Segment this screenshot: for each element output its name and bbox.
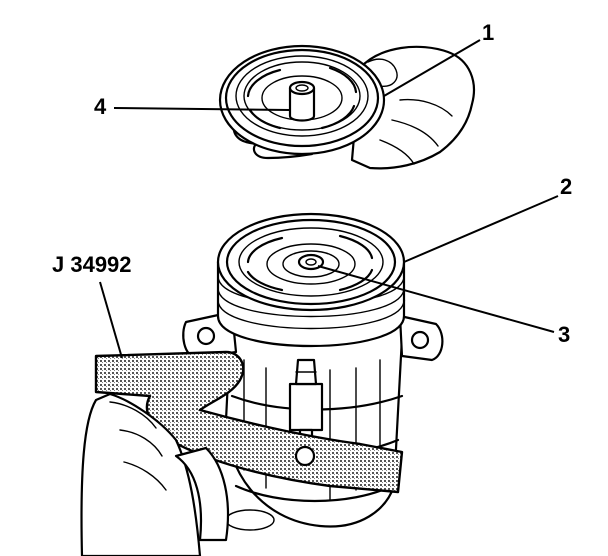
hand-top xyxy=(232,45,476,170)
leaders xyxy=(99,39,559,359)
callout-2: 2 xyxy=(560,174,572,199)
tool-label: J 34992 xyxy=(52,252,132,277)
hand-bottom xyxy=(80,392,230,556)
callout-1: 1 xyxy=(482,20,494,45)
pulley xyxy=(216,212,406,347)
callout-4: 4 xyxy=(94,94,107,119)
callout-3: 3 xyxy=(558,322,570,347)
clutch-plate xyxy=(218,44,386,156)
